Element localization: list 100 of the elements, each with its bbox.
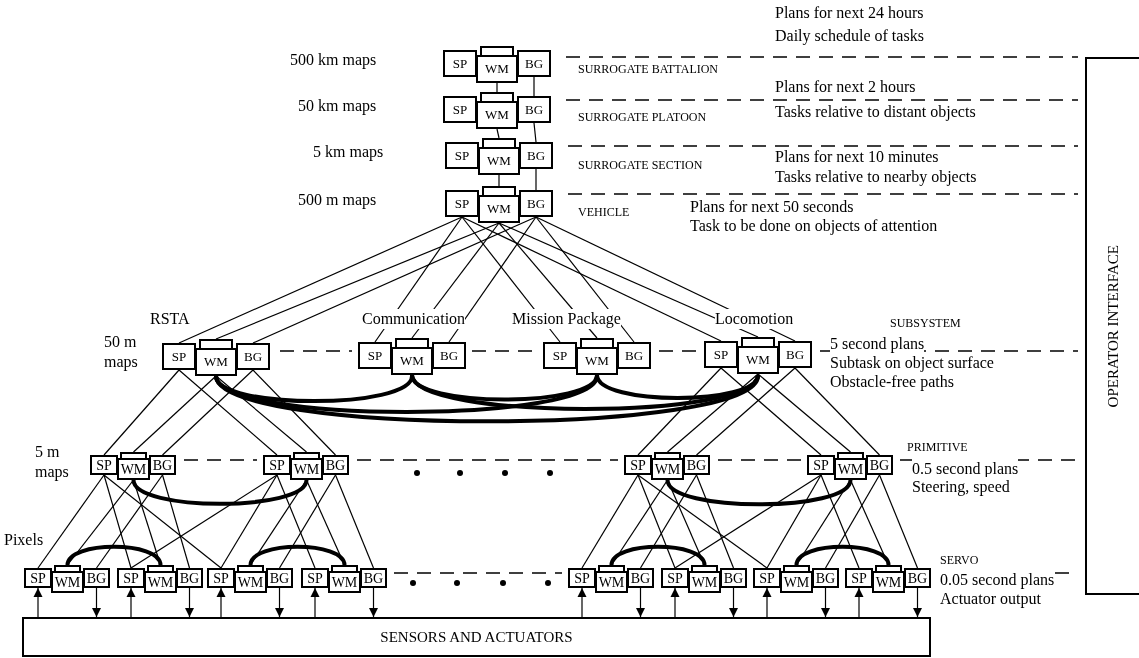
connector-line [609, 544, 707, 566]
arrow [854, 587, 864, 618]
subsystem-label: Communication [362, 309, 466, 329]
connector-line [103, 369, 180, 456]
module-box: SP [543, 342, 577, 369]
plan-note: 0.05 second plans [940, 570, 1055, 590]
module-box: SP [117, 568, 145, 588]
module-box: SP [445, 142, 479, 169]
connector-line [215, 375, 308, 453]
connector-line [535, 216, 635, 343]
module-box: SP [301, 568, 329, 588]
plan-note: 5 second plans [830, 334, 925, 354]
connector-line [695, 367, 796, 456]
module-box: SP [162, 343, 196, 370]
connector-line [252, 216, 537, 344]
arrow [92, 587, 101, 618]
subsystem-label: Locomotion [715, 309, 794, 329]
module-box: BG [266, 568, 293, 588]
connector-line [794, 544, 891, 566]
connector-line [103, 474, 222, 569]
plan-note: Tasks relative to distant objects [775, 102, 976, 122]
connector-line [161, 474, 191, 569]
module-box: BG [322, 455, 349, 475]
arrow [913, 587, 922, 618]
arrow [216, 587, 226, 618]
connector-line [794, 367, 881, 456]
module-box: BG [617, 342, 651, 369]
module-box: BG [149, 455, 176, 475]
connector-line [178, 216, 463, 344]
module-box: SP [661, 568, 689, 588]
module-box: SP [358, 342, 392, 369]
connector-line [461, 216, 722, 342]
connector-line [581, 474, 639, 569]
plan-note: Steering, speed [912, 477, 1010, 497]
connector-line [666, 373, 759, 453]
connector-line [720, 367, 822, 456]
connector-line [103, 474, 132, 569]
map-scale-label: 5 km maps [313, 142, 384, 162]
module-box: SP [24, 568, 52, 588]
module-box: BG [236, 343, 270, 370]
connector-line [496, 82, 498, 93]
connector-line [637, 474, 676, 569]
connector-line [178, 369, 278, 456]
connector-line [637, 367, 722, 456]
module-box: SP [568, 568, 596, 588]
connector-line [637, 474, 768, 569]
connector-line [37, 474, 105, 569]
module-box: BG [627, 568, 654, 588]
connector-line [276, 474, 316, 569]
connector-line [131, 479, 309, 506]
module-box: BG [519, 190, 553, 217]
connector-line [248, 544, 347, 566]
plan-note: 0.5 second plans [912, 459, 1019, 479]
connector-line [878, 474, 919, 569]
connector-line [498, 174, 500, 187]
module-box: BG [360, 568, 387, 588]
arrow [577, 587, 587, 618]
map-scale-label: 500 km maps [290, 50, 377, 70]
connector-line [496, 128, 500, 139]
plan-note: Task to be done on objects of attention [690, 216, 938, 236]
arrow [275, 587, 284, 618]
connector-line [132, 375, 217, 453]
operator-interface-box: OPERATOR INTERFACE [1085, 57, 1139, 595]
connector-line [448, 216, 537, 343]
module-box: SP [807, 455, 835, 475]
connector-line [665, 479, 853, 507]
module-box: SP [207, 568, 235, 588]
module-box: SP [443, 50, 477, 77]
connector-line [161, 369, 254, 456]
arrow [126, 587, 136, 618]
module-box: BG [83, 568, 110, 588]
module-box: SP [443, 96, 477, 123]
module-box: BG [904, 568, 931, 588]
map-scale-label: 50 km maps [298, 96, 377, 116]
module-box: SP [263, 455, 291, 475]
connector-line [766, 474, 822, 569]
connector-line [252, 369, 337, 456]
connector-line [95, 474, 164, 569]
connector-line [334, 474, 375, 569]
connector-line [65, 544, 163, 566]
connector-line [820, 474, 860, 569]
module-box: SP [704, 341, 738, 368]
connector-line [824, 474, 881, 569]
plan-note: Tasks relative to nearby objects [775, 167, 977, 187]
module-box: BG [812, 568, 839, 588]
arrow [762, 587, 772, 618]
arrow [729, 587, 738, 618]
arrow [670, 587, 680, 618]
arrow [33, 587, 43, 618]
module-box: SP [445, 190, 479, 217]
arrow [185, 587, 194, 618]
subsystem-label: Mission Package [512, 309, 621, 329]
arrow [369, 587, 378, 618]
module-box: BG [176, 568, 203, 588]
module-box: BG [720, 568, 747, 588]
module-box: BG [517, 96, 551, 123]
connector-line [595, 374, 760, 400]
connector-line [220, 474, 278, 569]
plan-note: Subtask on object surface [830, 353, 994, 373]
connector-line [757, 373, 852, 453]
